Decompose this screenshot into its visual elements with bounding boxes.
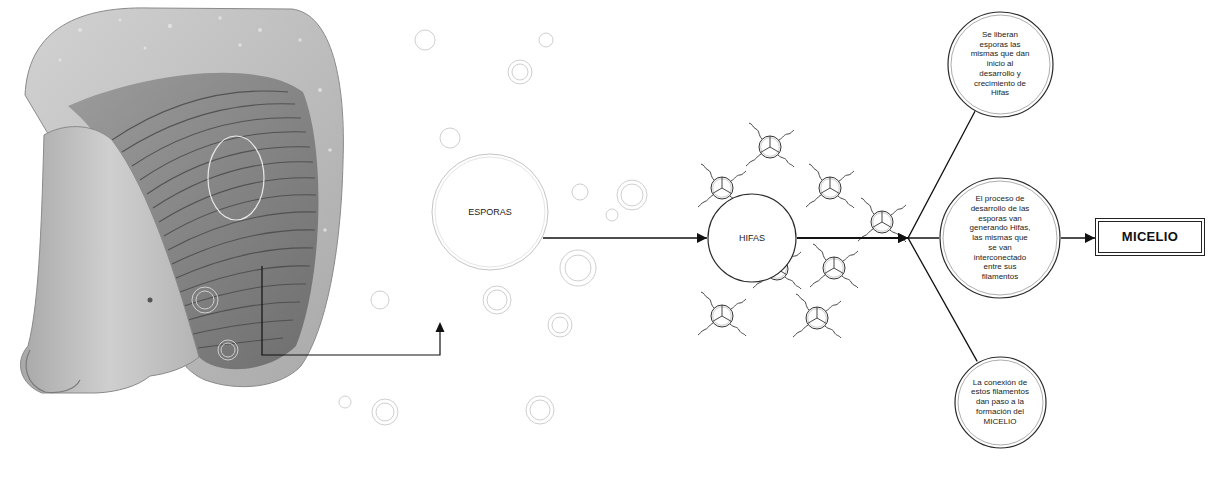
- hyphae-circle: HIFAS: [707, 193, 797, 283]
- circle-inner-ring: [943, 181, 1057, 295]
- connector: [543, 237, 707, 238]
- circle-ring: [940, 178, 1060, 298]
- spore-icon: [806, 164, 854, 208]
- circle-label: ESPORAS: [465, 206, 515, 219]
- spore-icon: [793, 294, 841, 338]
- decorative-rings: [192, 30, 647, 425]
- circle-ring: [432, 154, 548, 270]
- spore-icon: [698, 292, 746, 336]
- leader-bracket: [262, 266, 445, 355]
- circle-label: HIFAS: [736, 232, 768, 245]
- spore-icon: [746, 123, 794, 167]
- circle-ring: [948, 12, 1053, 117]
- box-label: MICELIO: [1122, 229, 1178, 245]
- spore-icon: [810, 244, 858, 288]
- text-group: La conexión de estos filamentos dan paso…: [969, 378, 1031, 427]
- spore-icons: [698, 123, 906, 338]
- text-group: MICELIO: [1122, 229, 1178, 245]
- arrow-head: [1085, 233, 1095, 243]
- spores-circle: ESPORAS: [431, 153, 549, 271]
- text-group: HIFAS: [736, 232, 768, 245]
- circle-label: La conexión de estos filamentos dan paso…: [969, 378, 1031, 427]
- text-group: Se liberan esporas las mismas que dan in…: [969, 30, 1031, 98]
- arrow-head: [898, 233, 908, 243]
- circle-ring: [955, 357, 1046, 448]
- step-circle: El proceso de desarrollo de las esporas …: [939, 177, 1061, 299]
- text-group: ESPORAS: [465, 206, 515, 219]
- circle-label: El proceso de desarrollo de las esporas …: [969, 194, 1031, 282]
- circle-label: Se liberan esporas las mismas que dan in…: [969, 30, 1031, 98]
- text-group: El proceso de desarrollo de las esporas …: [969, 194, 1031, 282]
- result-box: MICELIO: [1095, 218, 1205, 256]
- step-circle: La conexión de estos filamentos dan paso…: [954, 356, 1047, 449]
- circle-inner-ring: [435, 157, 545, 267]
- arrow-head: [898, 233, 908, 243]
- arrow-head: [697, 233, 707, 243]
- mushroom-illustration: [20, 8, 343, 393]
- circle-inner-ring: [958, 360, 1043, 445]
- step-circle: Se liberan esporas las mismas que dan in…: [947, 11, 1054, 118]
- circle-inner-ring: [951, 15, 1050, 114]
- arrow-head: [898, 233, 908, 243]
- circle-ring: [708, 194, 796, 282]
